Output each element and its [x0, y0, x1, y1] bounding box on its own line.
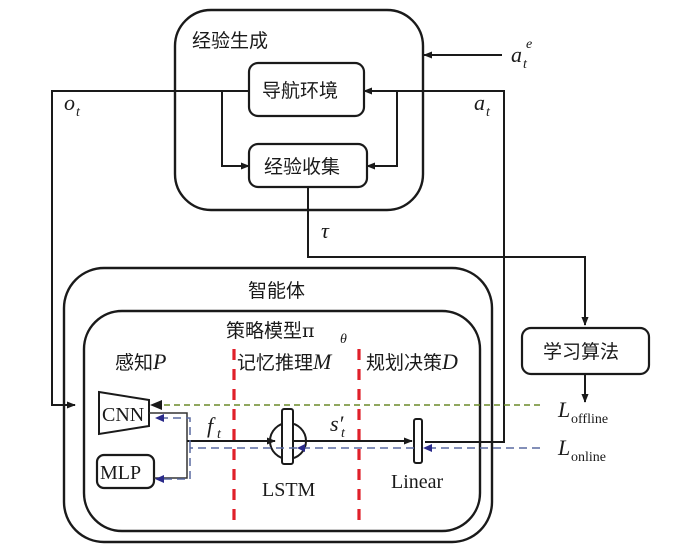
mlp-module [95, 453, 156, 490]
online-gradient-arrowhead-linear [423, 444, 432, 452]
perception-section-var: P [152, 349, 166, 374]
lstm-module [281, 408, 294, 465]
online-gradient-arrowhead-lstm [297, 444, 305, 452]
agent-box [62, 266, 494, 544]
online-loss-label: L [557, 435, 570, 460]
expert-action-label: a [511, 42, 522, 67]
offline-gradient-arrowhead [150, 400, 162, 410]
memory-section-label: 记忆推理 [237, 352, 313, 374]
planning-section-var: D [441, 349, 458, 374]
expert-action-subscript: t [523, 57, 528, 72]
observation-label: o [64, 90, 75, 115]
action-label: a [474, 90, 485, 115]
mlp-label: MLP [100, 462, 141, 484]
action-subscript: t [486, 105, 491, 120]
cnn-module [98, 390, 150, 436]
planning-section-label: 规划决策 [366, 352, 442, 374]
online-loss-subscript: online [571, 450, 606, 465]
experience-generation-title: 经验生成 [192, 30, 268, 52]
offline-loss-subscript: offline [571, 412, 608, 427]
observation-subscript: t [76, 105, 81, 120]
learning-algorithm-label: 学习算法 [543, 341, 619, 363]
feature-label: f [207, 413, 216, 438]
action-to-collection-arrow [366, 91, 398, 170]
policy-model-box [82, 309, 482, 533]
trajectory-label: τ [321, 218, 330, 243]
online-gradient-arrowhead-cnn [155, 414, 164, 422]
linear-module [413, 418, 423, 464]
observation-to-collection-arrow [221, 91, 250, 170]
offline-loss-label: L [557, 397, 570, 422]
expert-action-superscript: e [526, 37, 532, 52]
lstm-label: LSTM [262, 479, 316, 501]
agent-title: 智能体 [248, 280, 305, 302]
experience-collection-label: 经验收集 [264, 156, 340, 178]
perception-section-label: 感知 [115, 352, 153, 374]
online-gradient-arrowhead-mlp [155, 475, 164, 483]
policy-model-title: 策略模型π [226, 320, 315, 342]
state-subscript: t [341, 426, 346, 441]
feature-subscript: t [217, 427, 222, 442]
navigation-environment-label: 导航环境 [262, 80, 338, 102]
linear-label: Linear [391, 471, 444, 493]
cnn-label: CNN [102, 404, 144, 426]
experience-generation-box [173, 8, 425, 212]
memory-section-var: M [312, 349, 333, 374]
policy-model-subscript: θ [340, 332, 347, 347]
trajectory-arrow [307, 187, 589, 326]
action-arrow [363, 87, 505, 443]
cnn-feature-line [149, 412, 188, 479]
state-label: s′ [330, 411, 345, 436]
